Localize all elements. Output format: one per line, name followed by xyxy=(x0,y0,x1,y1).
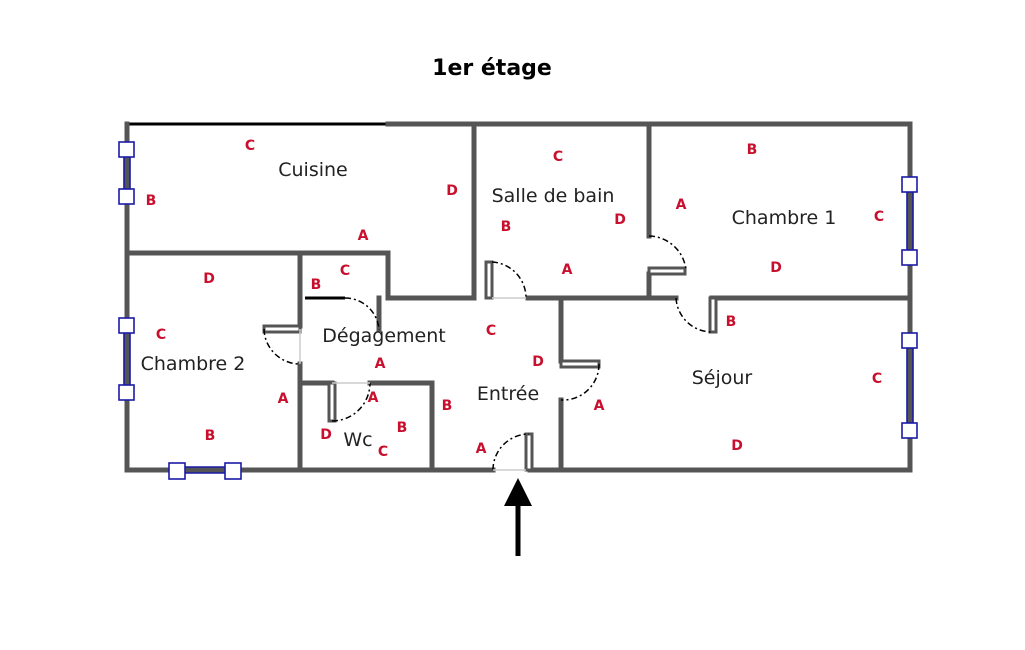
wall-label: A xyxy=(594,398,605,414)
door-swing-degagement xyxy=(344,297,380,331)
door-swing-wc xyxy=(331,382,371,422)
wall-label: A xyxy=(278,391,289,407)
wall-label: C xyxy=(872,371,882,387)
wall-label: D xyxy=(320,427,332,443)
wall-label: B xyxy=(747,142,758,158)
wall-label: C xyxy=(156,327,166,343)
wall-label: D xyxy=(731,438,743,454)
room-name-salle-de-bain: Salle de bain xyxy=(492,185,615,207)
walls xyxy=(124,121,913,473)
wall-label: B xyxy=(397,420,408,436)
wall-label: A xyxy=(358,228,369,244)
door-swing-sejour xyxy=(675,297,713,333)
wall-label: A xyxy=(368,390,379,406)
room-name-chambre-2: Chambre 2 xyxy=(141,353,246,375)
wall-label: C xyxy=(553,149,563,165)
window-sejour xyxy=(901,332,918,439)
wall-label: D xyxy=(203,271,215,287)
wall-label: C xyxy=(378,444,388,460)
wall-label: B xyxy=(726,314,737,330)
door-sejour-entree xyxy=(559,359,601,369)
wall-label: A xyxy=(476,441,487,457)
wall-label: D xyxy=(532,354,544,370)
wall-label: A xyxy=(676,197,687,213)
wall-label: B xyxy=(146,193,157,209)
window-chambre-2 xyxy=(118,317,135,401)
room-name-sejour: Séjour xyxy=(692,367,753,389)
wall-label: D xyxy=(614,212,626,228)
room-name-entree: Entrée xyxy=(477,383,539,405)
wall-label: D xyxy=(770,260,782,276)
window-chambre-1 xyxy=(901,176,918,266)
door-swing-chambre-1 xyxy=(648,235,687,271)
door-chambre-2 xyxy=(262,324,302,334)
room-name-cuisine: Cuisine xyxy=(278,159,348,181)
wall-label: A xyxy=(375,356,386,372)
windows xyxy=(118,141,918,480)
door-swing-sejour-entree xyxy=(560,363,600,401)
door-swing-entrance xyxy=(492,433,530,471)
wall-label: C xyxy=(486,323,496,339)
room-name-chambre-1: Chambre 1 xyxy=(732,207,837,229)
entrance-arrow xyxy=(504,478,532,556)
wall-labels: C B D A C B D A B A C D D C A B B C A A … xyxy=(146,138,884,460)
wall-label: C xyxy=(245,138,255,154)
room-name-wc: Wc xyxy=(343,429,372,451)
door-salle-de-bain xyxy=(484,260,494,300)
wall-label: B xyxy=(311,277,322,293)
wall-label: C xyxy=(340,263,350,279)
window-cuisine xyxy=(118,141,135,205)
door-entrance xyxy=(524,432,534,472)
room-name-degagement: Dégagement xyxy=(322,325,445,347)
door-sejour xyxy=(708,296,718,334)
room-names: Cuisine Salle de bain Chambre 1 Chambre … xyxy=(141,159,837,451)
doors xyxy=(262,235,718,472)
wall-label: B xyxy=(205,428,216,444)
wall-label: D xyxy=(446,183,458,199)
door-swing-chambre-2 xyxy=(263,328,301,365)
wall-label: B xyxy=(442,398,453,414)
door-swing-salle-de-bain xyxy=(491,261,527,299)
window-chambre-2-bottom xyxy=(168,462,242,480)
door-chambre-1 xyxy=(647,266,687,276)
wall-label: B xyxy=(501,219,512,235)
wall-label: A xyxy=(562,262,573,278)
plan-title: 1er étage xyxy=(432,56,552,81)
wall-label: C xyxy=(874,209,884,225)
door-wc xyxy=(327,381,337,423)
